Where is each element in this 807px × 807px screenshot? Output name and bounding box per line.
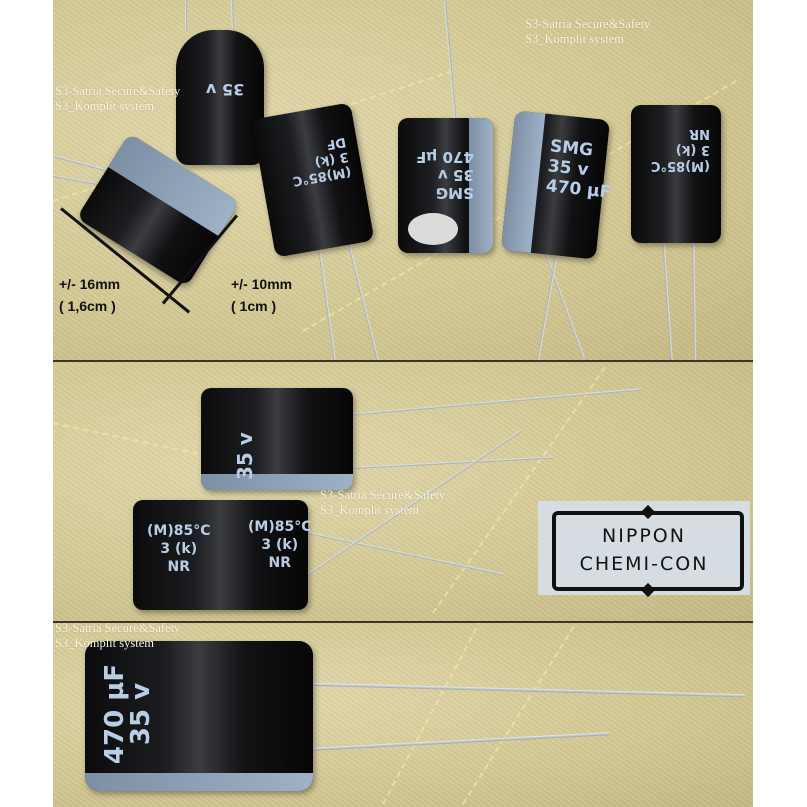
capacitor-lead — [230, 0, 234, 30]
capacitor-sleeve — [500, 110, 546, 253]
logo-line2: CHEMI-CON — [579, 553, 709, 575]
length-dimension: +/- 16mm ( 1,6cm ) — [59, 273, 120, 317]
capacitor-smg-horizontal: 35 v — [201, 388, 353, 490]
series-code: NR — [167, 559, 191, 575]
capacitor-marking: (M)85°C 3 (k) NR — [147, 522, 211, 576]
capacitor-lead — [307, 732, 610, 751]
fabric-seam — [462, 623, 597, 805]
capacitor-lead — [692, 235, 697, 360]
fabric-seam — [382, 623, 502, 805]
capacitor-lead — [444, 0, 457, 121]
capacitance-text: 470 µF — [416, 148, 474, 166]
capacitor-marking: SMG 35 v 470 µF — [416, 148, 474, 202]
voltage-text: 35 v — [437, 166, 474, 184]
capacitor-marking: (M)85°C 3 (k) NR — [651, 125, 710, 173]
tolerance-code: 3 (k) — [261, 537, 299, 553]
temp-rating: (M)85°C — [147, 523, 211, 539]
length-mm: +/- 16mm — [59, 276, 121, 292]
voltage-text: 35 v — [126, 682, 157, 746]
watermark: S3-Satria Secure&Safety S3_Komplit syste… — [55, 84, 180, 114]
capacitor-center: SMG 35 v 470 µF — [398, 118, 493, 253]
capacitor-sleeve — [85, 773, 313, 791]
watermark-line1: S3-Satria Secure&Safety — [320, 488, 446, 502]
capacitor-upright: 35 v — [176, 30, 264, 165]
panel-divider — [53, 360, 753, 362]
capacitor-marking: (M)85°C 3 (k) NR — [248, 518, 312, 572]
diameter-mm: +/- 10mm — [231, 276, 293, 292]
photo-panel-middle: 35 v (M)85°C 3 (k) NR (M)85°C 3 (k) NR S… — [53, 362, 753, 621]
capacitor-df: (M)85°C 3 (k) DF — [251, 102, 375, 258]
temp-rating: (M)85°C — [248, 519, 312, 535]
tolerance-code: 3 (k) — [160, 541, 198, 557]
length-cm: ( 1,6cm ) — [59, 298, 116, 314]
capacitor-vent-top — [408, 213, 458, 245]
capacitor-marking: SMG 35 v 470 µF — [545, 136, 616, 203]
logo-line1: NIPPON — [602, 525, 686, 547]
capacitor-right: (M)85°C 3 (k) NR — [631, 105, 721, 243]
tolerance-code: 3 (k) — [675, 142, 710, 157]
watermark: S3-Satria Secure&Safety S3_Komplit syste… — [55, 623, 180, 651]
photo-panel-top: 35 v (M)85°C 3 (k) DF SMG 35 v 470 µF — [53, 0, 753, 360]
watermark-line1: S3-Satria Secure&Safety — [55, 84, 181, 98]
temp-rating: (M)85°C — [651, 158, 710, 173]
watermark-line1: S3-Satria Secure&Safety — [55, 623, 181, 635]
capacitor-lead — [352, 456, 553, 469]
watermark: S3-Satria Secure&Safety S3_Komplit syste… — [525, 17, 650, 47]
series-code: NR — [268, 555, 292, 571]
capacitor-sleeve — [201, 474, 353, 490]
capacitor-marking: 35 v — [126, 683, 156, 745]
series-text: SMG — [435, 184, 474, 202]
logo-frame — [552, 511, 744, 591]
capacitor-marking: (M)85°C 3 (k) DF — [286, 134, 353, 189]
capacitor-nr-horizontal: (M)85°C 3 (k) NR (M)85°C 3 (k) NR — [133, 500, 312, 610]
diameter-dimension: +/- 10mm ( 1cm ) — [231, 273, 292, 317]
capacitor-sleeve — [469, 118, 493, 253]
capacitor-lead — [185, 1, 187, 31]
capacitor-marking: 35 v — [206, 80, 245, 99]
capacitor-marking: 35 v — [233, 400, 257, 480]
capacitor-lead — [317, 240, 337, 360]
photo-panel-bottom: 470 µF 35 v S3-Satria Secure&Safety S3_K… — [53, 623, 753, 807]
capacitor-lead — [347, 388, 642, 416]
series-code: NR — [689, 126, 710, 141]
capacitor-smg-closeup: 470 µF 35 v — [85, 641, 313, 791]
product-photo-collage: 35 v (M)85°C 3 (k) DF SMG 35 v 470 µF — [53, 0, 753, 807]
capacitor-lead — [53, 155, 112, 173]
watermark-line2: S3_Komplit system — [525, 32, 624, 46]
panel-divider — [53, 621, 753, 623]
watermark-line1: S3-Satria Secure&Safety — [525, 17, 651, 31]
diameter-cm: ( 1cm ) — [231, 298, 277, 314]
voltage-text: 35 v — [233, 432, 257, 480]
capacitor-lead — [662, 235, 673, 360]
capacitor-sleeve-cap: SMG 35 v 470 µF — [500, 110, 612, 260]
watermark-line2: S3_Komplit system — [55, 636, 154, 650]
watermark-line2: S3_Komplit system — [320, 503, 419, 517]
nippon-chemi-con-logo: NIPPON CHEMI-CON — [538, 501, 750, 595]
watermark: S3-Satria Secure&Safety S3_Komplit syste… — [320, 488, 445, 518]
watermark-line2: S3_Komplit system — [55, 99, 154, 113]
